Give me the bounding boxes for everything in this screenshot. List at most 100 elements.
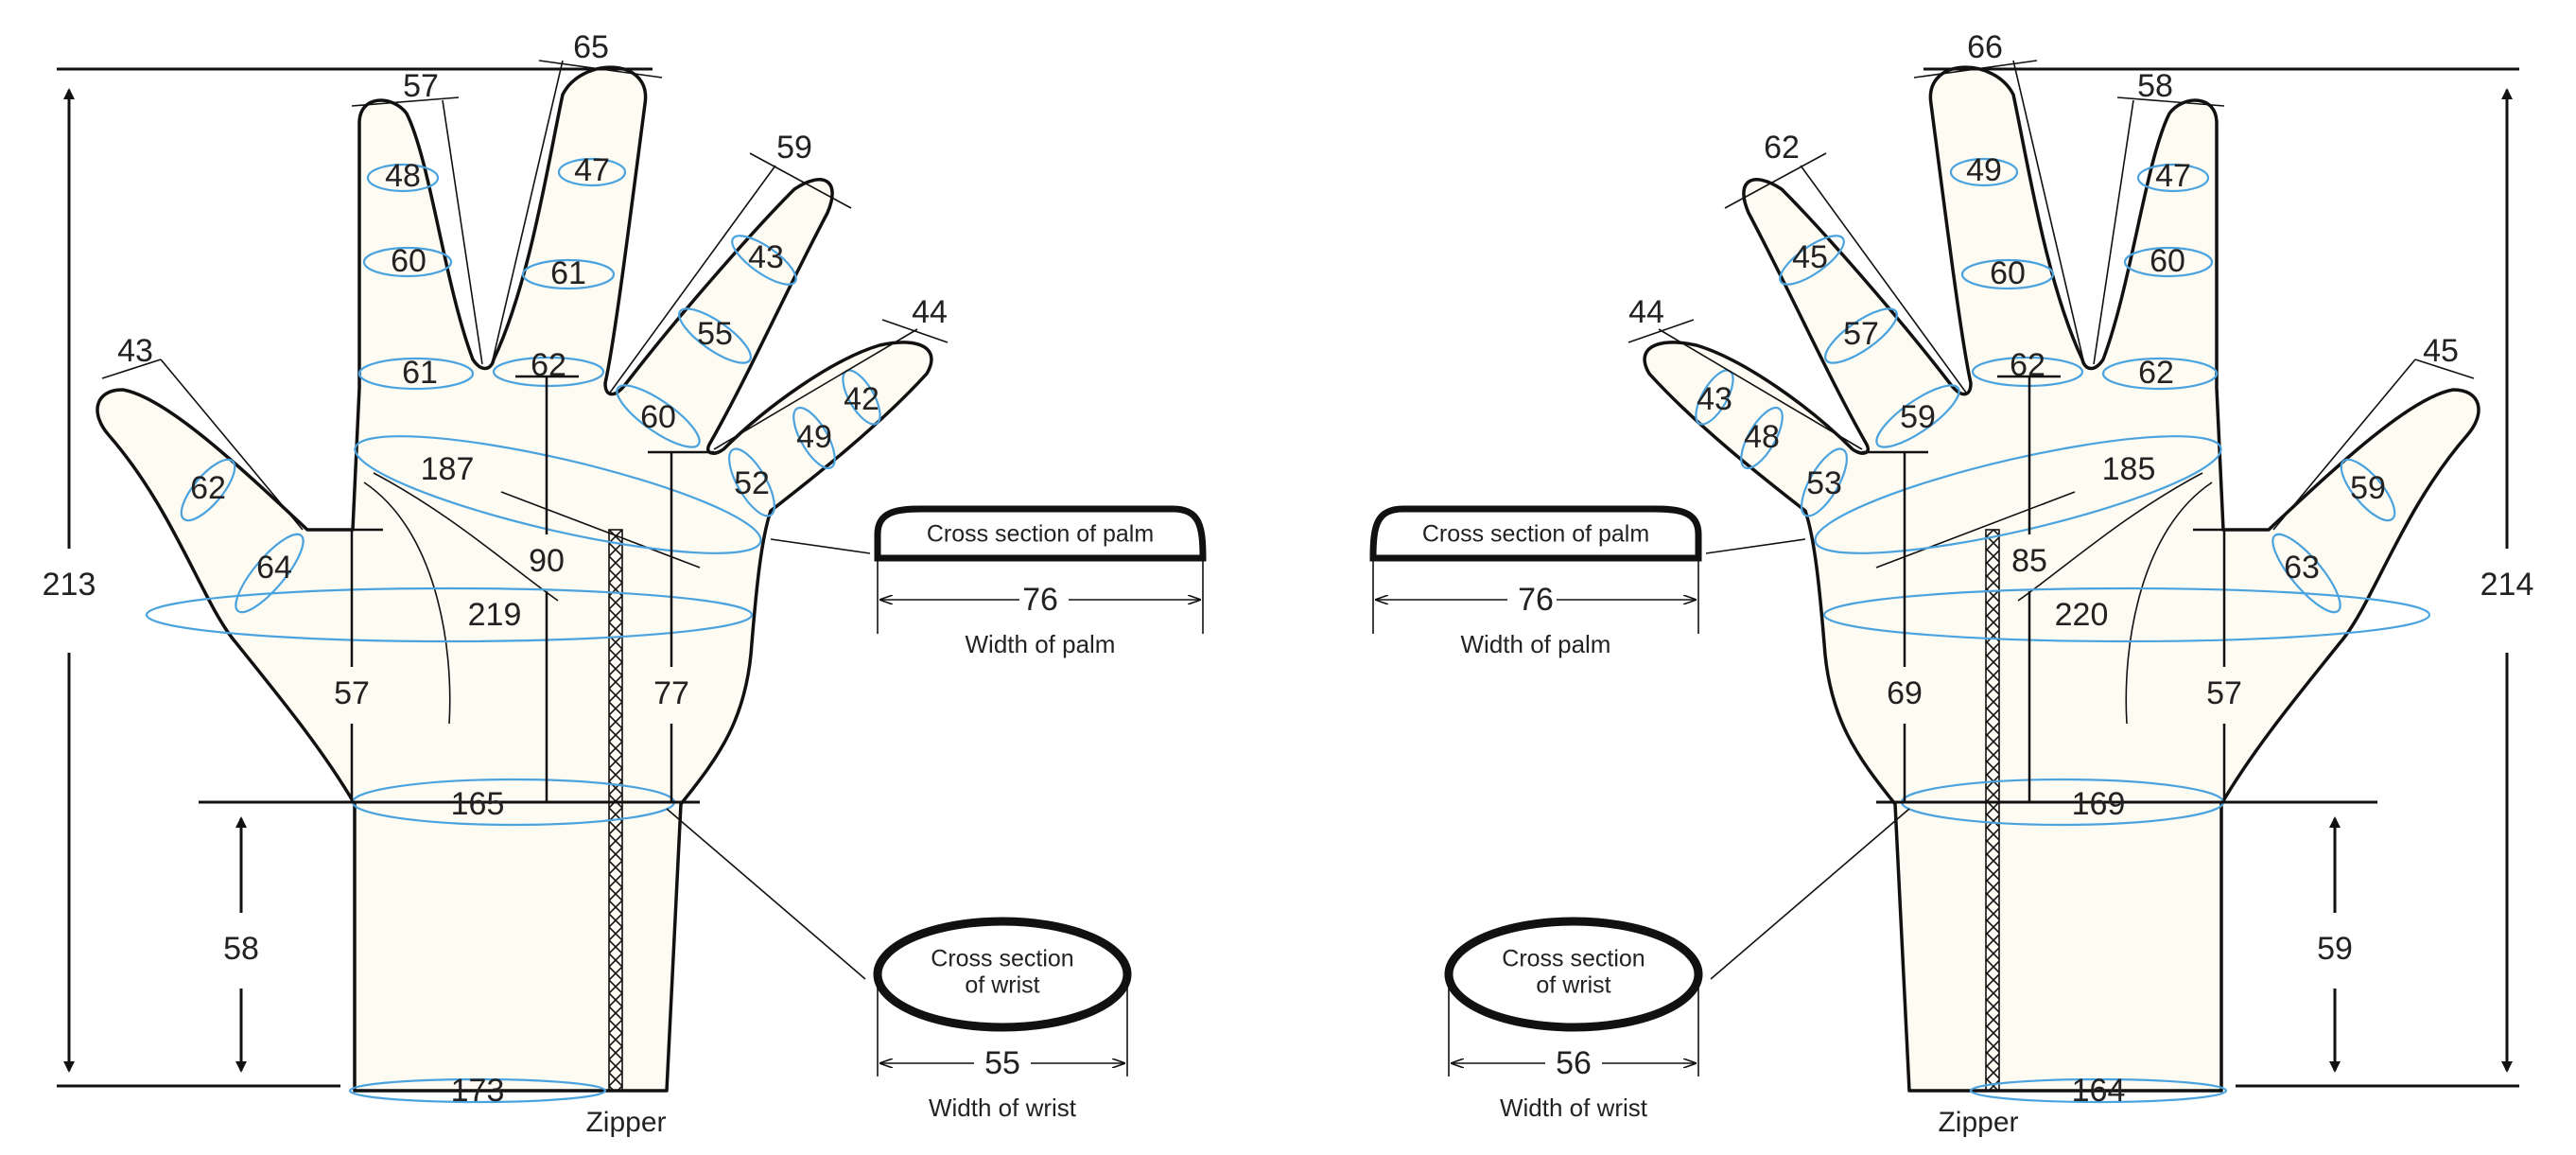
left-thumb-length: 43: [117, 333, 153, 369]
right-thumb-ring-base: [2271, 533, 2341, 614]
left-knuckle-circ: 187: [421, 451, 475, 487]
left-palm-length: 90: [529, 543, 565, 579]
right-wrist-width-caption: Width of wrist: [1500, 1094, 1648, 1122]
right-palm-length: 85: [2011, 543, 2047, 579]
left-palm-crease-2: [373, 472, 559, 602]
right-middle-ring-base: [1971, 356, 2084, 388]
left-zipper-label: Zipper: [585, 1107, 666, 1138]
right-middle-ring-mid: [1960, 258, 2055, 290]
left-thumb-circ-mid: 62: [190, 470, 226, 506]
left-little-circ-mid: 49: [796, 419, 832, 455]
right-cuff-ring: [1969, 1077, 2228, 1104]
left-hand-circ: 219: [468, 597, 522, 633]
right-index-ring-tip: [2136, 163, 2210, 193]
right-finger-length-lines: [1627, 60, 2475, 531]
right-ring-ring-base: [1875, 384, 1960, 448]
left-cross-sections: [666, 505, 1207, 1076]
left-finger-base-to-wrist: 77: [653, 675, 689, 711]
right-thumb-circ-mid: 59: [2350, 470, 2386, 506]
left-palm-section-shape: [874, 505, 1207, 562]
right-overall-length: 214: [2480, 567, 2534, 603]
left-index-ring-tip: [366, 163, 440, 193]
left-middle-circ-mid: 61: [550, 255, 586, 291]
left-wrist-section-title-1: Cross section: [931, 946, 1073, 972]
left-knuckle-ring: [354, 435, 762, 554]
left-little-length: 44: [912, 294, 948, 330]
right-zipper: [1985, 529, 2000, 1092]
right-wrist-width: 56: [1556, 1045, 1592, 1081]
left-wrist-section-title-2: of wrist: [965, 972, 1039, 999]
left-index-circ-tip: 48: [385, 158, 421, 194]
right-palm-section-shape: [1369, 505, 1702, 562]
right-cuff-opening: 164: [2072, 1073, 2126, 1109]
right-palm-width-caption: Width of palm: [1461, 630, 1611, 658]
right-cross-sections: [1369, 505, 1910, 1076]
right-knuckle-circ: 185: [2102, 451, 2156, 487]
right-ring-ring-mid: [1824, 307, 1898, 364]
right-palm-crease-1: [2125, 481, 2213, 725]
left-middle-ring-tip: [557, 157, 627, 187]
left-index-ring-base: [357, 357, 475, 391]
left-index-circ-mid: 60: [391, 243, 426, 279]
left-ring-circ-tip: 43: [748, 239, 784, 275]
left-thumb-ring-base: [235, 533, 305, 614]
left-palm-width: 76: [1022, 582, 1058, 618]
left-palm-width-caption: Width of palm: [966, 630, 1116, 658]
right-hand-circ: 220: [2055, 597, 2109, 633]
right-wrist-circ: 169: [2072, 786, 2126, 822]
left-little-ring-mid: [792, 406, 836, 470]
right-middle-length: 66: [1967, 29, 2003, 65]
left-little-ring-base: [728, 447, 775, 517]
left-palm-crease-3: [500, 491, 701, 569]
left-wrist-circ: 165: [451, 786, 505, 822]
left-thumb-circ-base: 64: [256, 550, 292, 586]
left-cuff-opening: 173: [451, 1073, 505, 1109]
left-thumb-length-value: 57: [334, 675, 370, 711]
right-ring-ring-tip: [1779, 235, 1845, 286]
right-glove-outline: [1643, 65, 2480, 1093]
left-hand-ring: [145, 586, 754, 643]
left-middle-length: 65: [573, 29, 609, 65]
right-zipper-label: Zipper: [1938, 1107, 2018, 1138]
right-index-length: 58: [2137, 68, 2173, 104]
left-finger-length-lines: [101, 60, 949, 531]
right-little-ring-mid: [1740, 406, 1784, 470]
right-ring-circ-base: 59: [1900, 399, 1936, 435]
right-index-circ-mid: 60: [2150, 243, 2185, 279]
left-little-circ-tip: 42: [844, 381, 879, 417]
left-ring-ring-base: [616, 384, 701, 448]
right-index-ring-mid: [2123, 246, 2214, 278]
left-middle-ring-mid: [521, 258, 616, 290]
left-middle-ring-base: [492, 356, 605, 388]
right-little-ring-base: [1801, 447, 1848, 517]
right-finger-rings: [1695, 157, 2431, 1104]
right-index-circ-base: 62: [2138, 355, 2174, 391]
left-thumb-ring-mid: [180, 458, 236, 522]
left-cuff-ring: [348, 1077, 607, 1104]
right-palm-section-title: Cross section of palm: [1422, 521, 1649, 548]
left-ring-ring-mid: [678, 307, 752, 364]
left-middle-circ-tip: 47: [574, 152, 610, 188]
right-little-circ-base: 53: [1806, 465, 1842, 501]
left-zipper: [608, 529, 623, 1092]
left-little-circ-base: 52: [734, 465, 770, 501]
right-finger-base-to-wrist: 69: [1887, 675, 1923, 711]
left-index-length: 57: [403, 68, 439, 104]
right-palm-width: 76: [1518, 582, 1554, 618]
left-ring-ring-tip: [731, 235, 797, 286]
right-middle-circ-tip: 49: [1966, 152, 2002, 188]
right-labels: 214 59 57 85 69 45 59 63 58 47 60 62 66 …: [1422, 29, 2534, 1138]
left-wrist-width: 55: [984, 1045, 1020, 1081]
right-thumb-length: 45: [2423, 333, 2459, 369]
right-palm-crease-2: [2017, 472, 2203, 602]
right-little-circ-mid: 48: [1744, 419, 1780, 455]
left-labels: 213 58 57 90 77 43 62 64 57 48 60 61 65 …: [43, 29, 1155, 1138]
left-palm-crease-1: [363, 481, 451, 725]
left-glove: 213 58 57 90 77 43 62 64 57 48 60 61 65 …: [43, 29, 1207, 1138]
right-ring-circ-tip: 45: [1792, 239, 1828, 275]
left-ring-length: 59: [776, 130, 812, 166]
left-index-ring-mid: [362, 246, 453, 278]
left-cuff-length: 58: [223, 931, 259, 967]
right-wrist-section-title-1: Cross section: [1502, 946, 1645, 972]
